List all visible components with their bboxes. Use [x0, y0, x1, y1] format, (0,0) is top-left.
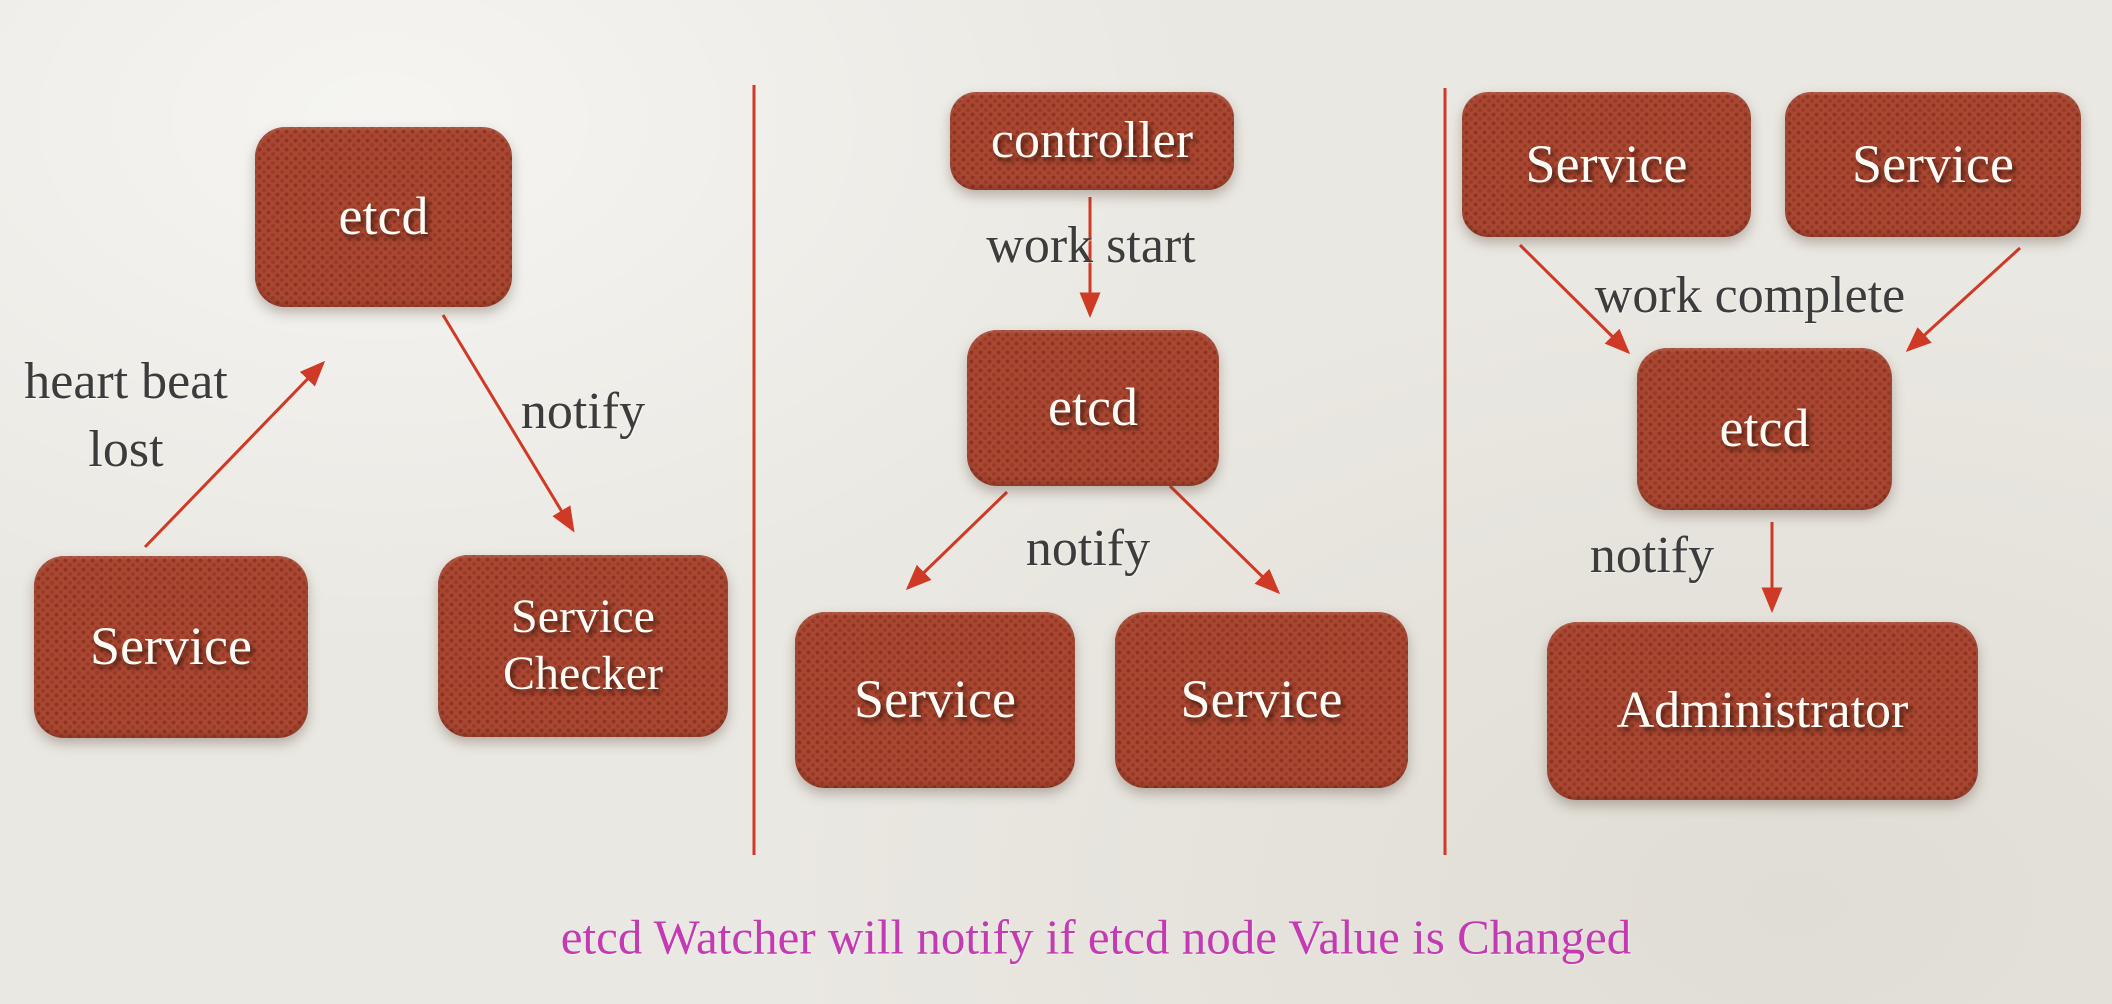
label-line: heart beat: [24, 353, 228, 410]
arrow-etcd-to-service-right: [1168, 484, 1281, 595]
node-label: controller: [990, 112, 1194, 170]
arrow-heartbeat-service-to-etcd: [143, 360, 326, 549]
label-notify-right: notify: [1589, 527, 1715, 585]
node-label: etcd: [338, 186, 429, 247]
arrow-service2-to-etcd: [1905, 246, 2022, 353]
node-label: Service: [854, 669, 1016, 730]
arrow-service1-to-etcd: [1518, 243, 1631, 355]
arrow-etcd-to-service-checker: [441, 314, 575, 533]
node-label: Service Checker: [503, 590, 663, 700]
node-service-left-panel: Service: [34, 556, 308, 738]
caption: etcd Watcher will notify if etcd node Va…: [560, 909, 1632, 965]
node-etcd-middle: etcd: [967, 330, 1219, 486]
node-service-middle-left: Service: [795, 612, 1075, 788]
node-label: Service: [90, 616, 252, 677]
node-etcd-right: etcd: [1637, 348, 1892, 510]
node-label: etcd: [1719, 398, 1810, 459]
node-label: Service: [1852, 133, 2014, 194]
node-service-checker: Service Checker: [438, 555, 728, 737]
node-administrator: Administrator: [1547, 622, 1978, 800]
node-service-right-2: Service: [1785, 92, 2081, 237]
node-service-right-1: Service: [1462, 92, 1751, 237]
node-label: Service: [1180, 669, 1343, 730]
label-heart-beat-lost: heart beat lost: [10, 348, 242, 483]
label-notify-middle: notify: [1025, 520, 1151, 578]
node-label: Administrator: [1616, 682, 1909, 740]
arrow-etcd-to-service-left: [905, 490, 1009, 591]
label-notify-left: notify: [520, 383, 646, 441]
label-work-complete: work complete: [1594, 267, 1906, 325]
node-etcd-left: etcd: [255, 127, 512, 307]
label-work-start: work start: [986, 217, 1196, 275]
node-label: Service: [1525, 133, 1688, 194]
node-controller: controller: [950, 92, 1234, 190]
node-label: etcd: [1048, 377, 1138, 438]
label-line: lost: [88, 420, 164, 478]
node-service-middle-right: Service: [1115, 612, 1408, 788]
